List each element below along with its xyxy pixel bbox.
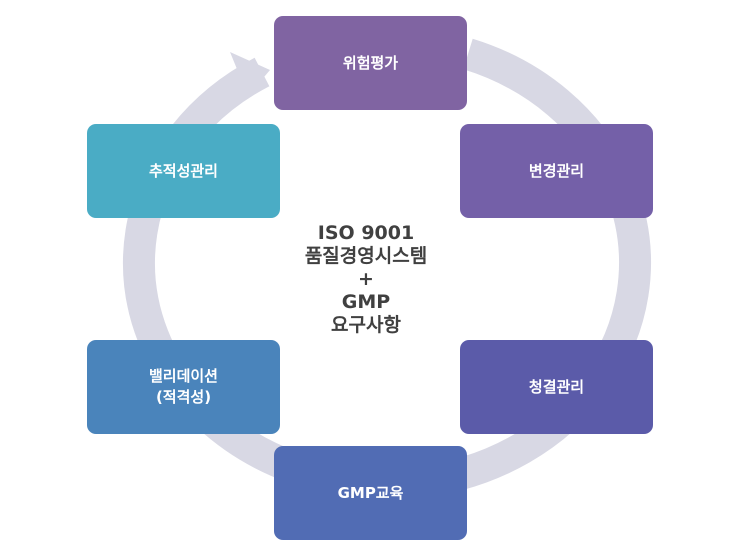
cycle-arrow-head xyxy=(230,52,270,96)
node-label: 위험평가 xyxy=(342,53,399,72)
node-gmp-training: GMP교육 xyxy=(274,446,467,540)
node-label: GMP교육 xyxy=(337,483,404,502)
node-risk-assessment: 위험평가 xyxy=(274,16,467,110)
center-line-gmp: GMP xyxy=(341,291,391,313)
node-label: 밸리데이션 xyxy=(148,367,218,385)
node-traceability-management: 추적성관리 xyxy=(87,124,280,218)
center-line-standard: ISO 9001 xyxy=(317,222,415,244)
node-change-management: 변경관리 xyxy=(460,124,653,218)
node-label: 청결관리 xyxy=(528,377,585,396)
node-validation: 밸리데이션 (적격성) xyxy=(87,340,280,434)
center-line-system: 품질경영시스템 xyxy=(304,245,428,267)
node-cleanliness-management: 청결관리 xyxy=(460,340,653,434)
center-label: ISO 9001 품질경영시스템 + GMP 요구사항 xyxy=(266,222,466,337)
node-label: 추적성관리 xyxy=(148,161,218,180)
center-line-plus: + xyxy=(358,268,374,290)
center-line-requirements: 요구사항 xyxy=(331,314,401,336)
node-label-sub: (적격성) xyxy=(155,388,212,406)
node-label: 변경관리 xyxy=(528,161,585,180)
